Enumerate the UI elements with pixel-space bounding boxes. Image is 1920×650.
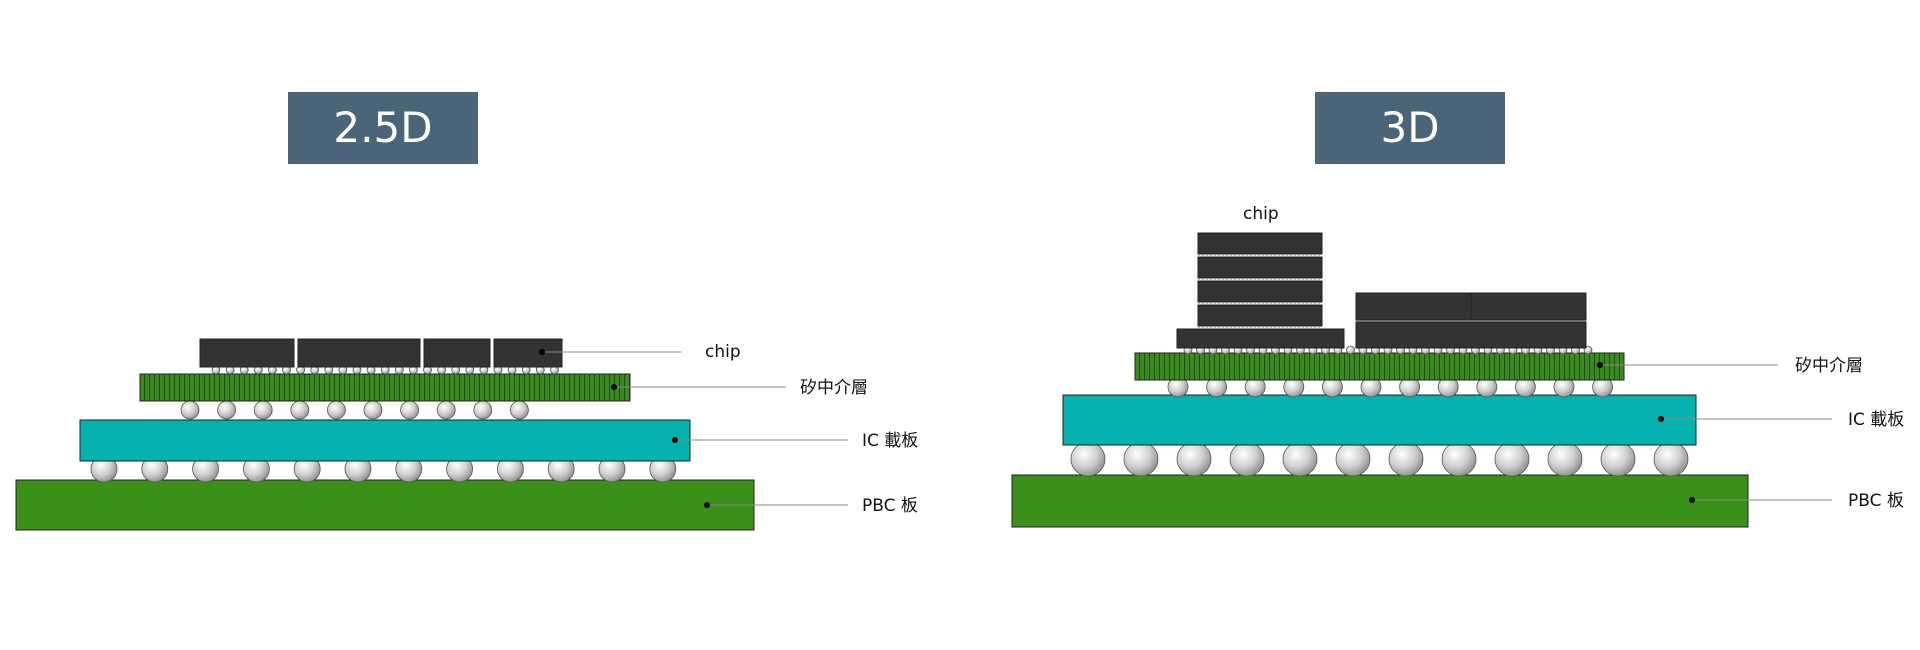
bump [253, 400, 273, 420]
solder-ball [1441, 441, 1477, 477]
chip-2-5d-1 [199, 338, 295, 368]
title-box-3d [1315, 92, 1505, 164]
interposer-2-5d [139, 373, 631, 402]
micro-bump [1346, 345, 1355, 355]
bump [326, 400, 346, 420]
leader-dots-3d [1597, 362, 1695, 503]
chip-stack-left-layer-4 [1197, 304, 1323, 327]
label-pcb-2-5d: PBC 板 [862, 496, 918, 516]
label-ic-3d: IC 載板 [1848, 410, 1904, 430]
pcb-board-2-5d [15, 479, 755, 531]
bump [400, 400, 420, 420]
chip-2-5d-3 [423, 338, 491, 368]
solder-ball [1600, 441, 1636, 477]
solder-ball [1653, 441, 1689, 477]
bump [363, 400, 383, 420]
label-ic-2-5d: IC 載板 [862, 431, 918, 451]
chip-2-5d-2 [297, 338, 421, 368]
label-interposer-3d: 矽中介層 [1795, 356, 1863, 376]
title-3d: 3D [1380, 103, 1439, 152]
bump [473, 400, 493, 420]
leader-lines-3d [1600, 364, 1832, 501]
ic-substrate-2-5d [79, 419, 691, 462]
chip-stack-left-layer-2 [1197, 256, 1323, 279]
bump [510, 400, 529, 420]
title-box-2-5d [288, 92, 478, 164]
solder-balls-pcb-3d [1070, 441, 1689, 477]
bump [436, 400, 456, 420]
label-pcb-3d: PBC 板 [1848, 491, 1904, 511]
chip-2-5d-4 [493, 338, 563, 368]
solder-ball [1123, 441, 1159, 477]
bump [180, 400, 200, 420]
leader-dots-2-5d [539, 349, 710, 508]
label-chip-2-5d: chip [705, 342, 741, 362]
pcb-board-3d [1011, 474, 1749, 528]
label-interposer-2-5d: 矽中介層 [800, 378, 868, 398]
ic-substrate-3d [1062, 394, 1697, 446]
chip-stack-left-layer-3 [1197, 280, 1323, 303]
chip-stack-right-base [1355, 321, 1587, 349]
diagram-2-5d: 2.5D chip 矽中介層 IC 載板 [15, 92, 918, 531]
bumps-substrate-3d [1167, 376, 1613, 398]
label-chip-3d: chip [1243, 204, 1279, 224]
chip-stack-left-layer-1 [1197, 232, 1323, 255]
bump [217, 400, 237, 420]
chip-stack-right-top-2 [1470, 292, 1587, 321]
solder-ball [1229, 441, 1265, 477]
bumps-substrate-2-5d [180, 400, 529, 420]
solder-ball [1388, 441, 1424, 477]
chip-stack-right-3d [1355, 292, 1587, 349]
solder-ball [1282, 441, 1318, 477]
chip-stack-left-3d [1176, 232, 1345, 349]
solder-ball [1494, 441, 1530, 477]
solder-ball [1070, 441, 1106, 477]
title-2-5d: 2.5D [333, 103, 432, 152]
solder-ball [1547, 441, 1583, 477]
leader-lines-2-5d [542, 351, 848, 506]
interposer-3d [1134, 352, 1625, 381]
solder-balls-pcb-2-5d [90, 455, 677, 483]
chip-stack-left-base [1176, 328, 1345, 349]
bump [290, 400, 310, 420]
solder-ball [1176, 441, 1212, 477]
diagram-3d: 3D [1011, 92, 1904, 528]
chip-stack-right-top-1 [1355, 292, 1472, 321]
solder-ball [1335, 441, 1371, 477]
